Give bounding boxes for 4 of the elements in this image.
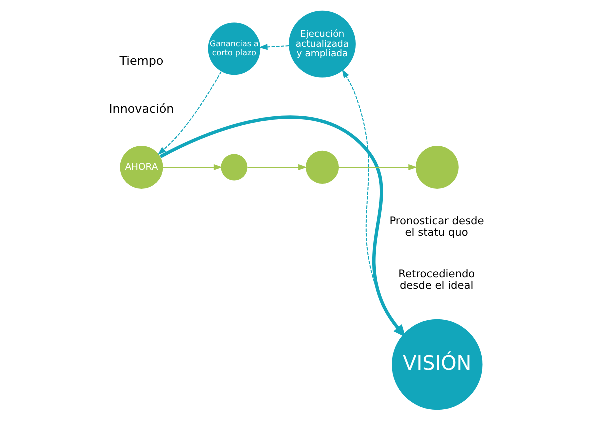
node-label: Retrocediendo desde el ideal bbox=[398, 268, 475, 292]
label: Innovación bbox=[108, 102, 174, 116]
label: Tiempo bbox=[119, 54, 164, 68]
node-label: Pronosticar desde el statu quo bbox=[389, 215, 484, 240]
